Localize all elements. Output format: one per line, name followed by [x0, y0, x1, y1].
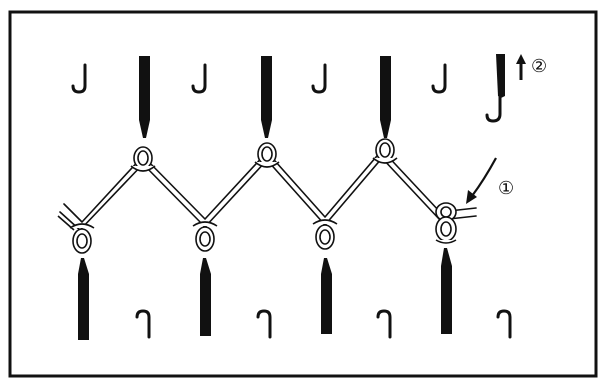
- needle-icon: [200, 258, 211, 336]
- needle-icon: [496, 54, 505, 98]
- needle-icon: [139, 56, 150, 138]
- yarn-loop-icon: [254, 142, 280, 168]
- top-loops: [130, 138, 398, 172]
- yarn-loop-icon: [69, 223, 95, 254]
- needle-icon: [380, 56, 391, 138]
- sinker-hook-icon: [376, 309, 392, 339]
- sinker-hook-icon: [191, 63, 207, 94]
- step-1-label: ①: [498, 178, 514, 199]
- sinker-hook-icon: [256, 309, 272, 339]
- needle-hook-icon: [485, 94, 502, 123]
- yarn-loop-icon: [312, 219, 338, 250]
- needle-icon: [441, 248, 452, 334]
- top-sinker-hooks: [71, 63, 447, 94]
- sinker-hook-icon: [71, 63, 87, 94]
- step-2-label: ②: [531, 56, 547, 77]
- bottom-sinker-hooks: [135, 309, 512, 339]
- needle-icon: [261, 56, 272, 138]
- top-needles: [139, 54, 505, 138]
- yarn-loop-icon: [192, 221, 218, 252]
- curved-arrow-icon: [466, 157, 497, 204]
- sinker-hook-icon: [135, 309, 151, 339]
- sinker-hook-icon: [311, 63, 327, 94]
- up-arrow-icon: [516, 54, 526, 80]
- yarn-loop-icon: [372, 138, 398, 164]
- needle-icon: [321, 258, 332, 334]
- sinker-hook-icon: [496, 309, 512, 339]
- yarn-loop-icon: [130, 146, 156, 172]
- sinker-hook-icon: [431, 63, 447, 94]
- yarn-loop-icon: [435, 202, 457, 244]
- bottom-loops: [69, 202, 457, 254]
- needle-icon: [78, 258, 89, 340]
- figure-frame: [8, 10, 598, 378]
- bottom-needles: [78, 248, 452, 340]
